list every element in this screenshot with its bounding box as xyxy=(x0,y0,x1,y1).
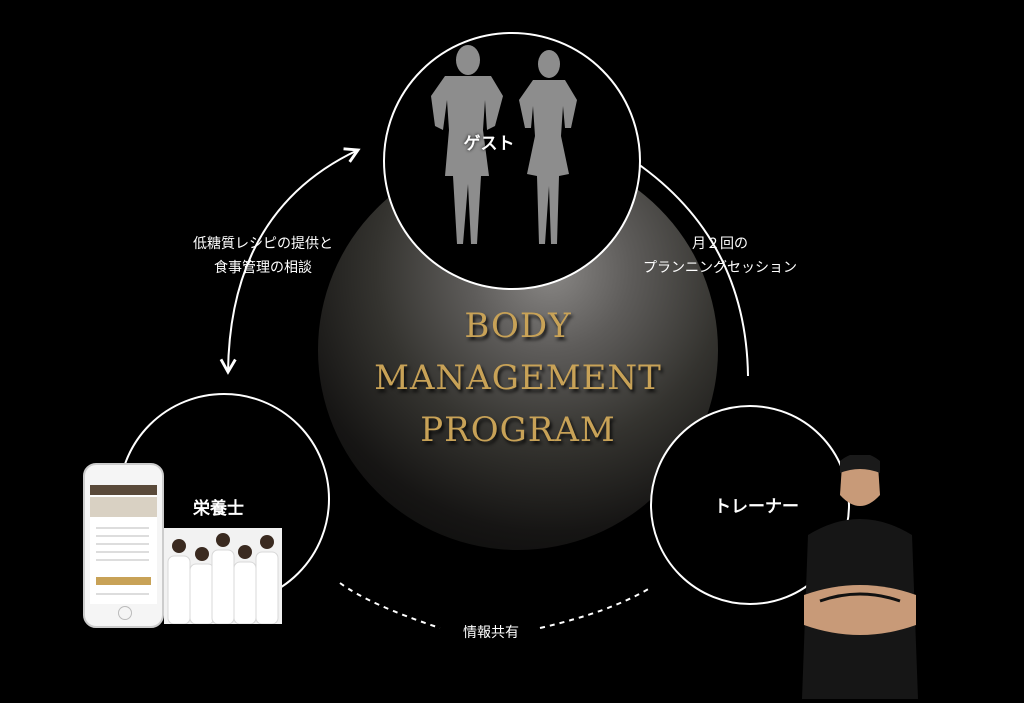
caption-right-line-2: プランニングセッション xyxy=(643,260,797,276)
trainer-label: トレーナー xyxy=(714,497,799,517)
title-line-2: MANAGEMENT xyxy=(374,358,662,398)
title-line-1: BODY xyxy=(464,306,572,346)
caption-info-share: 情報共有 xyxy=(463,625,519,641)
guest-label: ゲスト xyxy=(463,134,515,154)
arrow-guest-nutritionist xyxy=(219,147,361,375)
arrow-trainer-guest xyxy=(617,150,749,377)
caption-right-line-1: 月２回の xyxy=(692,236,748,252)
dashed-info-share xyxy=(339,582,651,629)
trainer-photo xyxy=(800,453,920,699)
caption-left-line-2: 食事管理の相談 xyxy=(214,260,312,276)
nutritionist-label: 栄養士 xyxy=(193,499,244,519)
caption-trainer-guest: 月２回の プランニングセッション xyxy=(630,232,810,280)
nutritionist-staff-photo xyxy=(164,528,282,625)
guest-silhouettes-icon xyxy=(431,45,577,244)
caption-left-line-1: 低糖質レシピの提供と xyxy=(193,236,333,252)
title-line-3: PROGRAM xyxy=(420,410,616,450)
guest-circle xyxy=(383,32,641,290)
smartphone-app-icon xyxy=(83,463,164,628)
caption-nutrition-guest: 低糖質レシピの提供と 食事管理の相談 xyxy=(168,232,358,280)
program-title: BODY MANAGEMENT PROGRAM xyxy=(318,300,718,456)
